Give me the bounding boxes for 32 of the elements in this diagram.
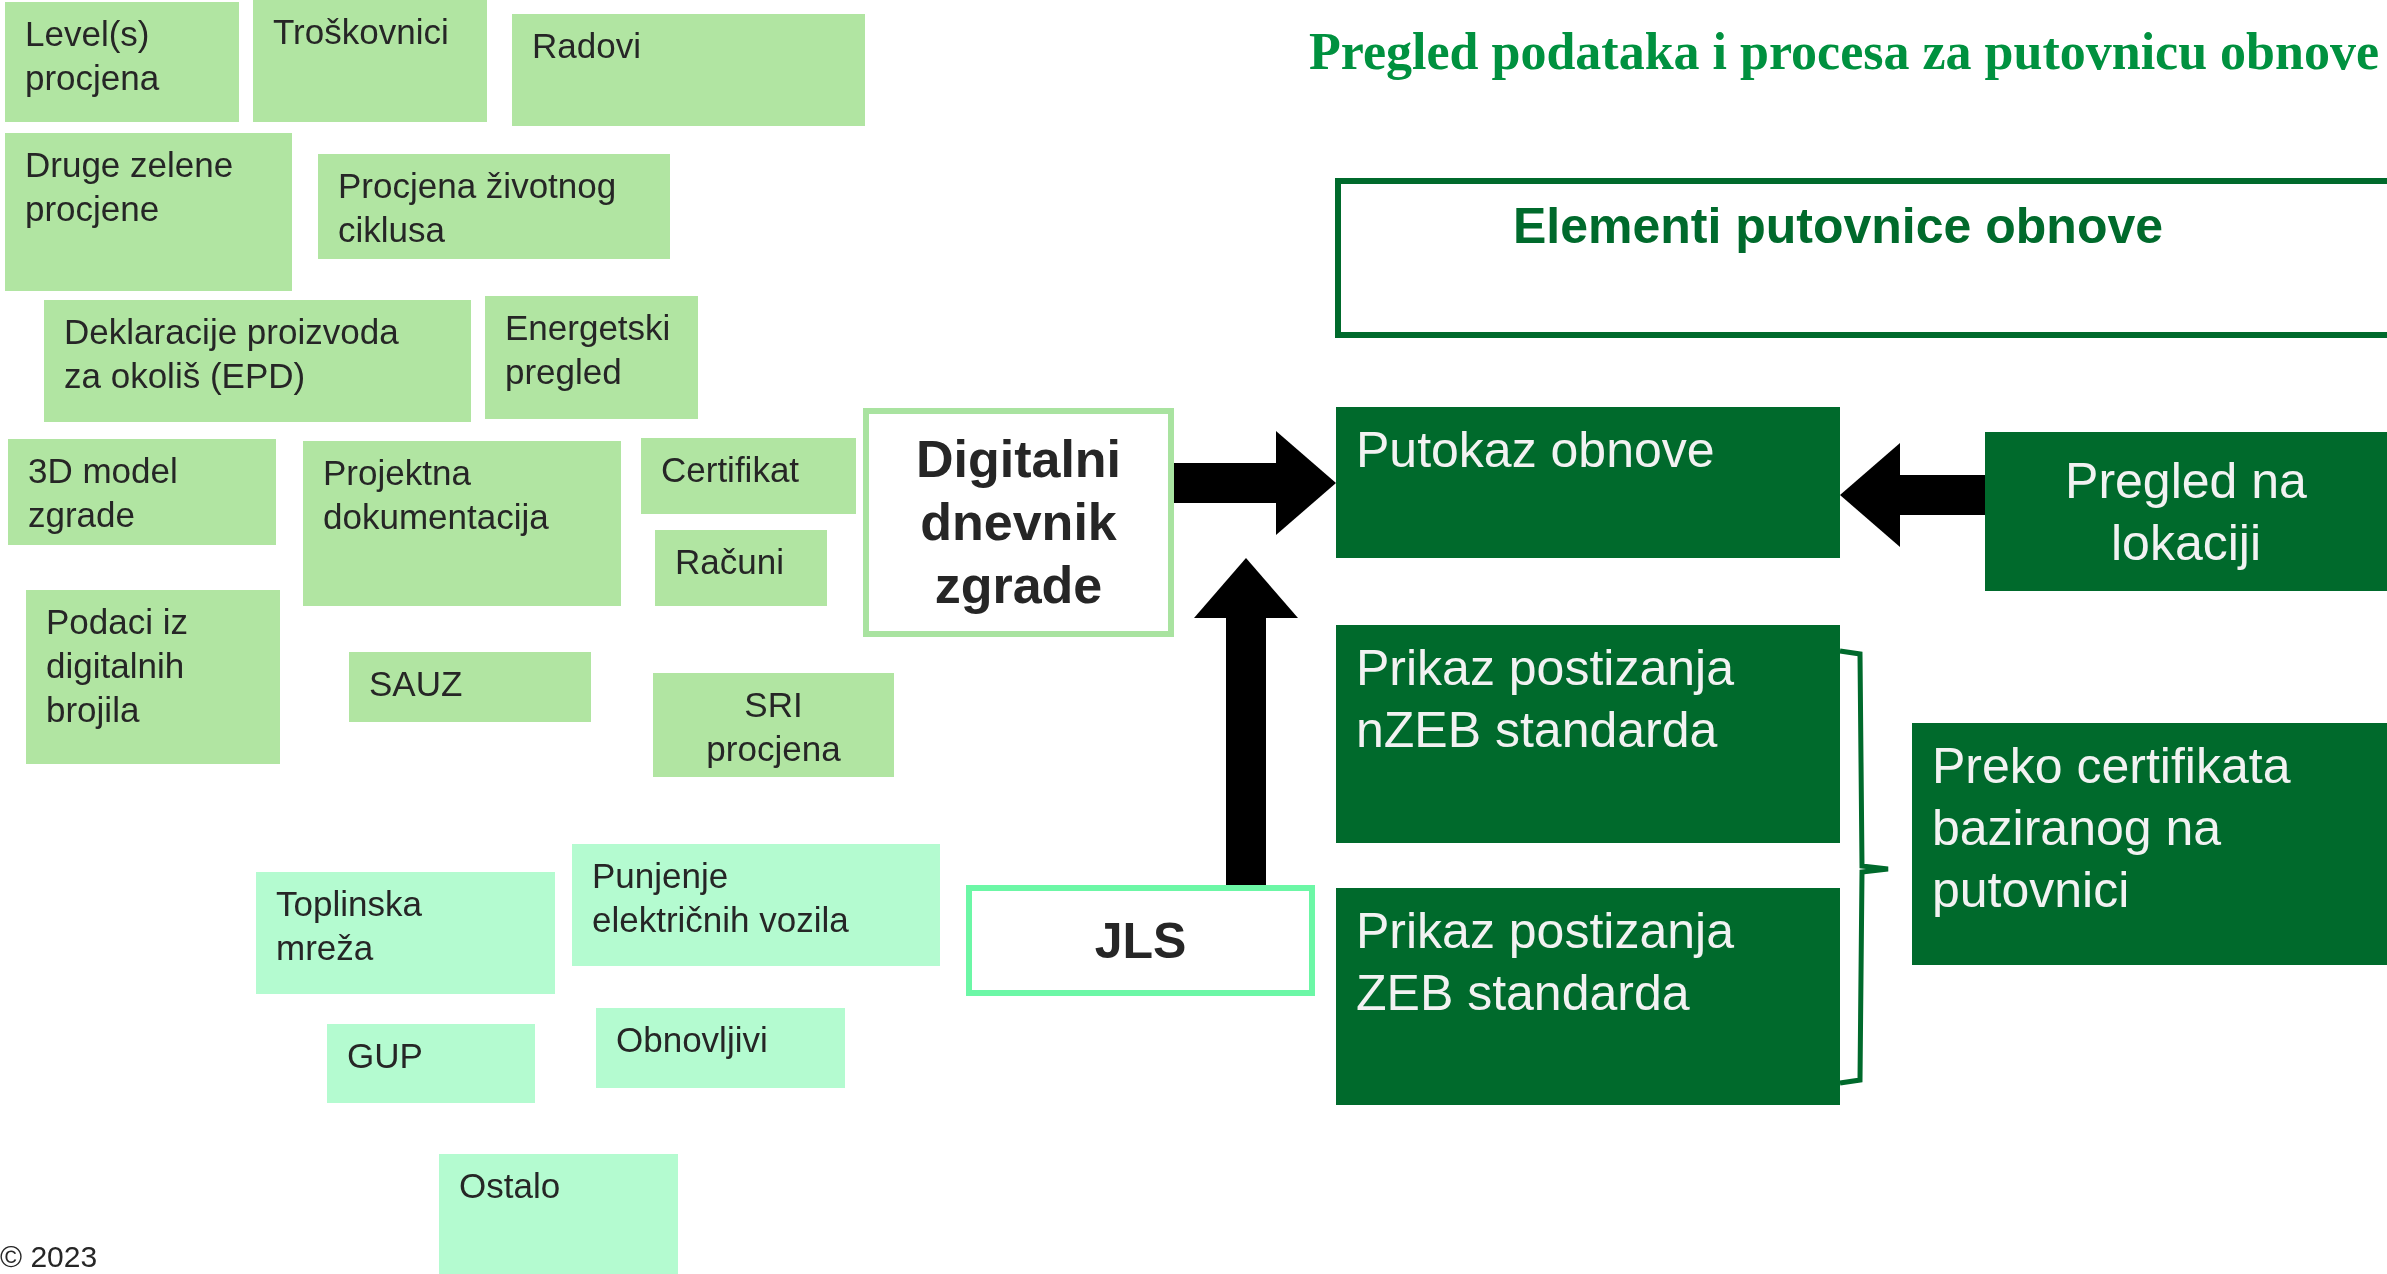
data-box: Procjena životnog ciklusa (318, 154, 670, 259)
data-box: Toplinska mreža (256, 872, 555, 994)
title: Pregled podataka i procesa za putovnicu obnove (1309, 22, 2379, 82)
data-box: Radovi (512, 14, 865, 126)
data-box: Podaci iz digitalnih brojila (26, 590, 280, 764)
data-box: SRI procjena (653, 673, 894, 777)
hub-box: JLS (966, 885, 1315, 996)
data-box: Energetski pregled (485, 296, 698, 419)
data-box: Računi (655, 530, 827, 606)
data-box: Deklaracije proizvoda za okoliš (EPD) (44, 300, 471, 422)
data-box: Obnovljivi (596, 1008, 845, 1088)
element-box: Prikaz postizanja ZEB standarda (1336, 888, 1840, 1105)
data-box: Ostalo (439, 1154, 678, 1274)
data-box: 3D model zgrade (8, 439, 276, 545)
block-arrow (1194, 558, 1298, 885)
data-box: Troškovnici (253, 0, 487, 122)
block-arrow (1840, 443, 1985, 547)
element-box: Putokaz obnove (1336, 407, 1840, 558)
element-box: Pregled na lokaciji (1985, 432, 2387, 591)
data-box: Punjenje električnih vozila (572, 844, 940, 966)
data-box: Level(s) procjena (5, 2, 239, 122)
copyright-note: © 2023 (0, 1240, 98, 1274)
data-box: SAUZ (349, 652, 591, 722)
data-box: GUP (327, 1024, 535, 1103)
data-box: Druge zelene procjene (5, 133, 292, 291)
element-box: Prikaz postizanja nZEB standarda (1336, 625, 1840, 843)
section-box: Elementi putovnice obnove (1335, 178, 2387, 338)
hub-box: Digitalni dnevnik zgrade (863, 408, 1174, 637)
element-box: Preko certifikata baziranog na putovnici (1912, 723, 2387, 965)
data-box: Certifikat (641, 438, 856, 514)
block-arrow (1174, 431, 1336, 535)
data-box: Projektna dokumentacija (303, 441, 621, 606)
